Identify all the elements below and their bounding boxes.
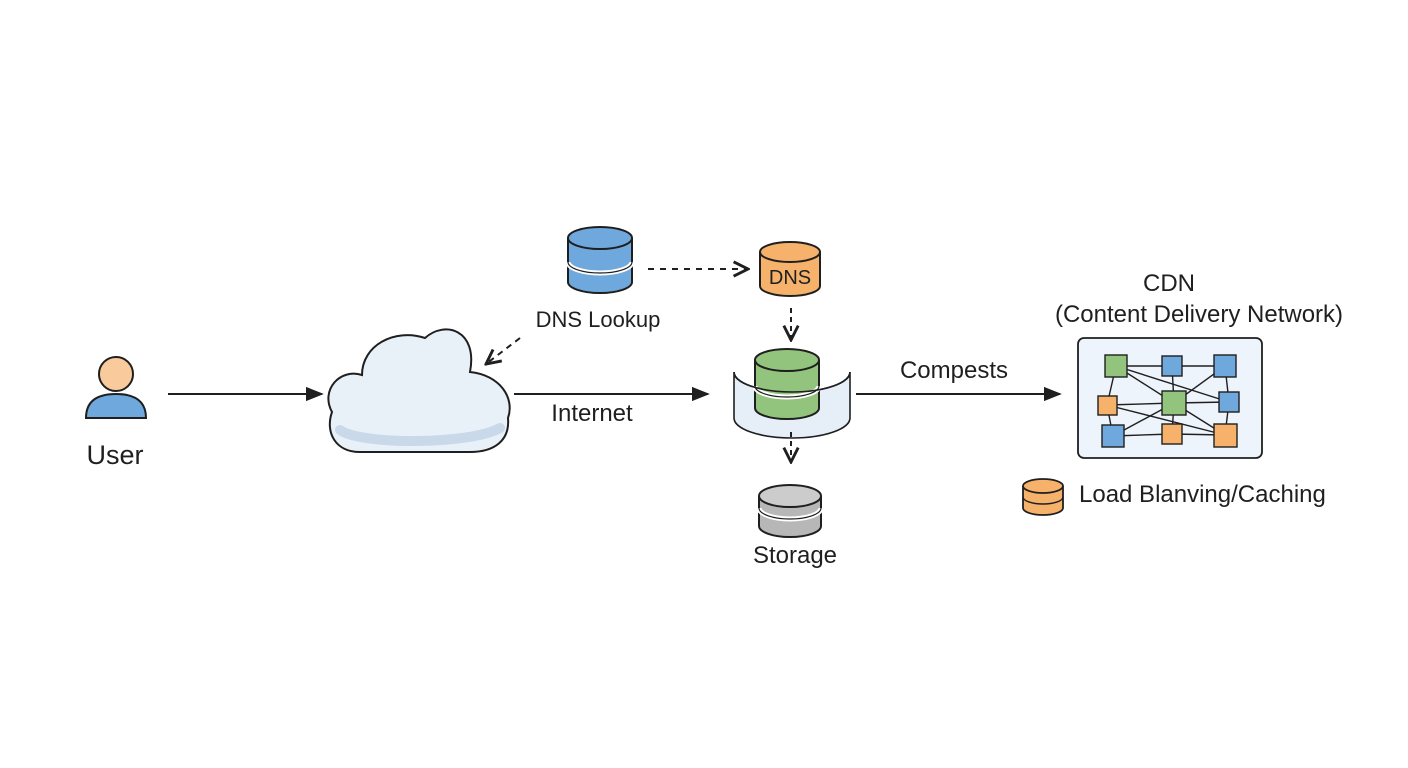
- user-icon: [84, 356, 148, 419]
- cdn-network-panel: [1077, 337, 1263, 459]
- cdn-node-green: [1161, 390, 1187, 416]
- cdn-node-orange: [1097, 395, 1118, 416]
- cdn-node-blue: [1213, 354, 1237, 378]
- storage-database-icon: [756, 484, 824, 538]
- cdn-node-blue: [1101, 424, 1125, 448]
- cdn-title: CDN: [1143, 270, 1195, 297]
- cdn-subtitle: (Content Delivery Network): [1055, 301, 1343, 328]
- edge-dnslookup-to-cloud: [486, 337, 521, 364]
- load-balancing-label: Load Blanving/Caching: [1079, 481, 1326, 508]
- cdn-node-orange: [1161, 423, 1183, 445]
- dns-lookup-database-icon: [565, 226, 635, 294]
- user-node: User: [84, 356, 148, 470]
- storage-label: Storage: [753, 542, 837, 569]
- internet-label: Internet: [551, 400, 633, 427]
- user-label: User: [86, 440, 143, 470]
- dns-server-database-icon: DNS: [759, 241, 821, 297]
- cdn-node-blue: [1218, 391, 1240, 413]
- dns-server-label: DNS: [769, 267, 811, 289]
- internet-cloud-icon: [327, 328, 511, 453]
- server-database-icon: [733, 348, 851, 439]
- cdn-node-blue: [1161, 355, 1183, 377]
- dns-lookup-label: DNS Lookup: [536, 307, 661, 332]
- compests-label: Compests: [900, 357, 1008, 384]
- load-balancing-database-icon: [1022, 478, 1064, 516]
- cdn-node-orange: [1213, 423, 1238, 448]
- cdn-node-green: [1104, 354, 1128, 378]
